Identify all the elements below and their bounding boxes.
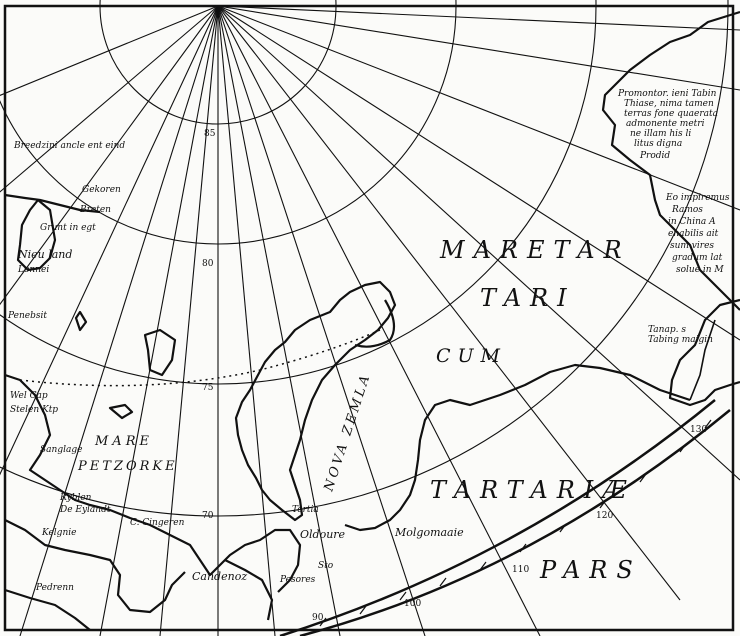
island-small	[74, 310, 88, 332]
graduated-band	[279, 399, 731, 636]
dotted-parallel	[19, 329, 381, 387]
coastline-nova-zembla	[234, 280, 397, 522]
place-pesores: Pesores	[279, 575, 316, 585]
svg-text:Sanglage: Sanglage	[40, 445, 82, 455]
place-molgomaaie: Molgomaaie	[394, 526, 464, 539]
svg-text:Breedzini ancle ent eind: Breedzini ancle ent eind	[13, 141, 125, 151]
degree-labels: 85 80 75 70 90 100 110 120 130	[202, 129, 707, 623]
svg-text:Stelen Ktp: Stelen Ktp	[10, 405, 58, 415]
svg-text:Eo impiremus: Eo impiremus	[665, 193, 730, 203]
place-oldoure: Oldoure	[300, 528, 346, 541]
svg-text:solue in M: solue in M	[676, 265, 724, 275]
svg-text:litus digna: litus digna	[634, 139, 682, 149]
svg-text:100: 100	[404, 599, 421, 609]
place-nestor: Sto	[318, 561, 334, 571]
parallel-lines	[0, 0, 729, 517]
region-tari: TARI	[480, 284, 576, 312]
svg-text:85: 85	[204, 129, 216, 139]
coastline-nova-zembla-inner	[354, 299, 396, 348]
svg-text:Kelgnie: Kelgnie	[41, 528, 76, 538]
coastline-northwest	[4, 193, 101, 214]
coastline-southwest-3	[4, 588, 91, 631]
svg-text:ne illam his li: ne illam his li	[630, 129, 691, 139]
svg-text:Ryblen: Ryblen	[59, 493, 92, 503]
svg-text:Penebsit: Penebsit	[7, 311, 47, 321]
tartaria-coast	[344, 363, 691, 532]
island-pechora	[108, 403, 134, 420]
svg-text:Prodid: Prodid	[639, 151, 670, 161]
svg-text:70: 70	[202, 511, 214, 521]
svg-text:Pedrenn: Pedrenn	[35, 583, 74, 593]
region-tartariae: TARTARIÆ	[430, 476, 635, 504]
place-tertia: Tertia	[292, 505, 319, 515]
svg-text:Tanap. s: Tanap. s	[648, 325, 686, 335]
svg-text:Ramos: Ramos	[671, 205, 703, 215]
svg-text:90: 90	[312, 613, 324, 623]
svg-text:Thiase, nima tamen: Thiase, nima tamen	[624, 99, 714, 109]
svg-text:80: 80	[202, 259, 214, 269]
svg-text:gradum lat: gradum lat	[672, 253, 723, 263]
river-east	[689, 319, 716, 401]
svg-text:120: 120	[596, 511, 613, 521]
svg-text:Promontor. ieni Tabin: Promontor. ieni Tabin	[617, 89, 717, 99]
bay-south	[224, 559, 274, 621]
svg-text:enabilis ait: enabilis ait	[668, 229, 719, 239]
coastline-southwest-2	[4, 519, 186, 614]
region-petzorke: PETZORKE	[77, 459, 178, 474]
svg-text:terras fone quaerata: terras fone quaerata	[624, 109, 718, 119]
region-mare: MARE	[94, 434, 153, 449]
region-cum: CUM	[436, 345, 507, 367]
coastline-nieuland	[16, 198, 57, 272]
svg-text:Gekoren: Gekoren	[82, 185, 121, 195]
svg-text:admonente metri: admonente metri	[626, 119, 705, 129]
coastline-east	[668, 298, 740, 407]
place-lonnei: Lonnei	[17, 265, 49, 275]
coastline-southwest	[4, 373, 302, 593]
region-pars: PARS	[539, 556, 642, 584]
svg-text:Grunt in egt: Grunt in egt	[40, 223, 96, 233]
coastline-northeast	[601, 10, 740, 311]
svg-text:C. Cingeren: C. Cingeren	[130, 518, 185, 528]
notes-northeast: Promontor. ieni Tabin Thiase, nima tamen…	[617, 89, 718, 161]
island-mare	[143, 328, 177, 377]
region-nova-zembla: NOVA ZEMLA	[321, 371, 374, 494]
coast-labels: Breedzini ancle ent eind Gekoren Breten …	[7, 141, 185, 593]
svg-text:sum vires: sum vires	[670, 241, 714, 251]
svg-text:De Eylandt: De Eylandt	[59, 505, 111, 515]
notes-east: Eo impiremus Ramos in China A enabilis a…	[648, 193, 730, 345]
svg-text:130: 130	[690, 425, 707, 435]
place-candenoz: Candenoz	[192, 570, 247, 583]
place-nieuland: Nieu land	[17, 248, 72, 261]
svg-text:in China A: in China A	[668, 217, 716, 227]
svg-text:75: 75	[202, 383, 214, 393]
region-maretar: MARETAR	[439, 236, 631, 264]
svg-text:Wel Cap: Wel Cap	[10, 391, 48, 401]
svg-text:Breten: Breten	[79, 205, 111, 215]
svg-text:110: 110	[512, 565, 529, 575]
svg-text:Tabing maigin: Tabing maigin	[648, 335, 713, 345]
